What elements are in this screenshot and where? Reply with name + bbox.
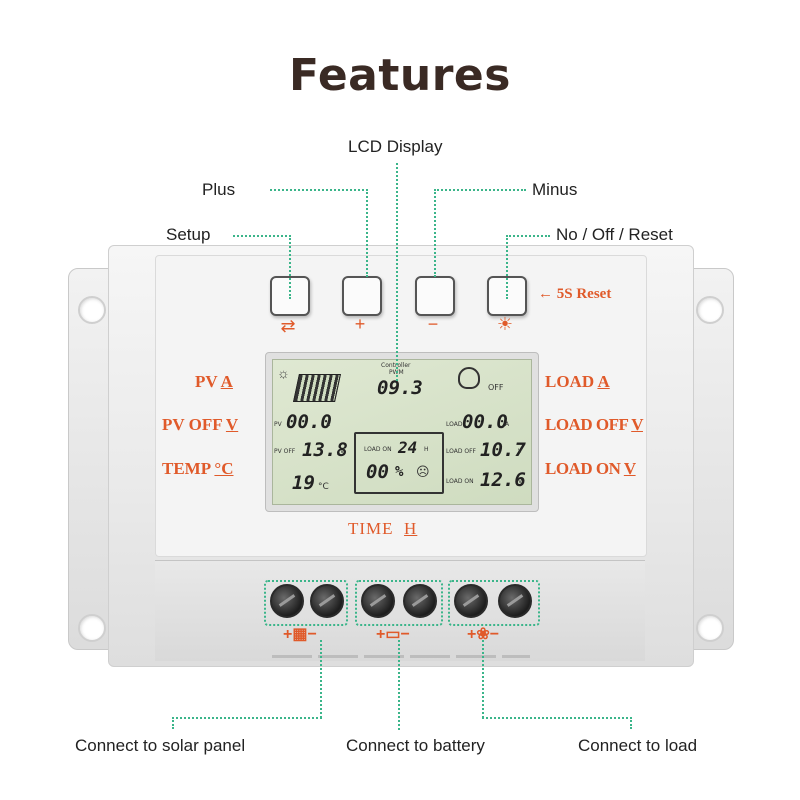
- lcd-load-on-time-unit: H: [424, 446, 429, 453]
- lcd-temp-unit: °C: [318, 482, 329, 492]
- vent-slot: [272, 655, 312, 658]
- load-guide-line: [630, 717, 632, 729]
- load-terminal-group: [448, 580, 540, 626]
- load-negative-terminal[interactable]: [498, 584, 532, 618]
- setup-callout: Setup: [166, 225, 211, 244]
- solar-guide-line: [320, 640, 322, 718]
- lcd-battery-percent: 00: [366, 461, 389, 483]
- lcd-controller-text: Controller: [381, 362, 411, 369]
- mount-hole-top-left: [78, 296, 106, 324]
- reset-guide-line: [506, 235, 508, 299]
- lcd-percent-sign: %: [395, 464, 404, 480]
- minus-guide-line: [434, 189, 436, 277]
- lcd-face-icon: ☹: [416, 464, 430, 479]
- vent-slot: [456, 655, 496, 658]
- reset-callout: No / Off / Reset: [556, 225, 673, 244]
- minus-callout: Minus: [532, 180, 578, 199]
- battery-terminal-group: [355, 580, 443, 626]
- lcd-load-small-label: LOAD: [446, 421, 463, 428]
- lcd-pv-small-label: PV: [274, 421, 282, 428]
- lcd-bulb-icon: [458, 367, 480, 389]
- load-off-volt-label: LOAD OFF V: [545, 415, 643, 434]
- vent-slot: [502, 655, 530, 658]
- solar-positive-terminal[interactable]: [270, 584, 304, 618]
- solar-guide-line: [172, 717, 322, 719]
- battery-polarity-icon: +▭−: [376, 626, 410, 643]
- lcd-load-off-label: LOAD OFF: [446, 448, 477, 455]
- terminal-panel: [155, 560, 645, 661]
- lcd-pv-unit: A: [326, 421, 331, 428]
- vent-slot: [364, 655, 404, 658]
- battery-negative-terminal[interactable]: [403, 584, 437, 618]
- load-positive-terminal[interactable]: [454, 584, 488, 618]
- setup-guide-line: [233, 235, 291, 237]
- mount-hole-top-right: [696, 296, 724, 324]
- temp-label: TEMP °C: [162, 459, 234, 478]
- lcd-off-text: OFF: [488, 383, 504, 392]
- lcd-pv-off-value: 13.8: [302, 439, 348, 461]
- sun-icon: ☼: [277, 365, 290, 381]
- solar-panel-callout: Connect to solar panel: [75, 736, 246, 755]
- setup-arrows-icon: ⇄: [280, 316, 296, 336]
- lcd-top-value: 09.3: [377, 377, 423, 399]
- load-guide-line: [482, 640, 484, 718]
- battery-positive-terminal[interactable]: [361, 584, 395, 618]
- solar-polarity-icon: +▦−: [283, 626, 317, 643]
- battery-callout: Connect to battery: [346, 736, 485, 755]
- lcd-pv-off-unit: V: [340, 448, 345, 455]
- vent-slot: [410, 655, 450, 658]
- load-guide-line: [482, 717, 632, 719]
- lcd-temp-value: 19: [292, 472, 315, 494]
- solar-panel-icon: [293, 374, 341, 402]
- time-label: TIME H: [348, 519, 418, 538]
- reset-guide-line: [506, 235, 550, 237]
- lcd-display-callout: LCD Display: [348, 137, 443, 156]
- plus-button[interactable]: [342, 276, 382, 316]
- solar-guide-line: [172, 717, 174, 729]
- load-callout: Connect to load: [578, 736, 698, 755]
- lcd-load-on-time: 24: [398, 438, 418, 457]
- load-on-volt-label: LOAD ON V: [545, 459, 636, 478]
- plus-guide-line: [270, 189, 368, 191]
- lcd-pv-value: 00.0: [286, 411, 332, 433]
- lcd-load-on-label-2: LOAD ON: [446, 478, 474, 485]
- load-amp-label: LOAD A: [545, 372, 610, 391]
- minus-icon: −: [427, 314, 439, 334]
- lcd-load-on-unit: V: [518, 478, 523, 485]
- solar-negative-terminal[interactable]: [310, 584, 344, 618]
- plus-icon: +: [354, 314, 366, 334]
- bulb-icon: ☀: [496, 314, 514, 334]
- lcd-battery-icon: [354, 432, 444, 494]
- lcd-guide-line: [396, 163, 398, 381]
- lcd-load-off-value: 10.7: [480, 439, 526, 461]
- lcd-load-value: 00.0: [462, 411, 508, 433]
- page-title: Features: [289, 50, 511, 101]
- lcd-load-off-unit: V: [518, 448, 523, 455]
- lcd-load-unit: A: [505, 421, 510, 428]
- mount-hole-bottom-right: [696, 614, 724, 642]
- battery-guide-line: [398, 640, 400, 730]
- vent-slot: [318, 655, 358, 658]
- lcd-load-on-value: 12.6: [480, 469, 526, 491]
- setup-guide-line: [289, 235, 291, 299]
- minus-button[interactable]: [415, 276, 455, 316]
- plus-callout: Plus: [202, 180, 236, 199]
- mount-hole-bottom-left: [78, 614, 106, 642]
- minus-guide-line: [434, 189, 526, 191]
- lcd-pv-off-label: PV OFF: [274, 448, 296, 455]
- lcd-load-on-label: LOAD ON: [364, 446, 392, 453]
- pv-amp-label: PV A: [195, 372, 233, 391]
- solar-terminal-group: [264, 580, 348, 626]
- plus-guide-line: [366, 189, 368, 277]
- load-polarity-icon: +❀−: [467, 626, 500, 643]
- reset-hint: ← 5S Reset: [538, 286, 612, 302]
- pv-off-volt-label: PV OFF V: [162, 415, 239, 434]
